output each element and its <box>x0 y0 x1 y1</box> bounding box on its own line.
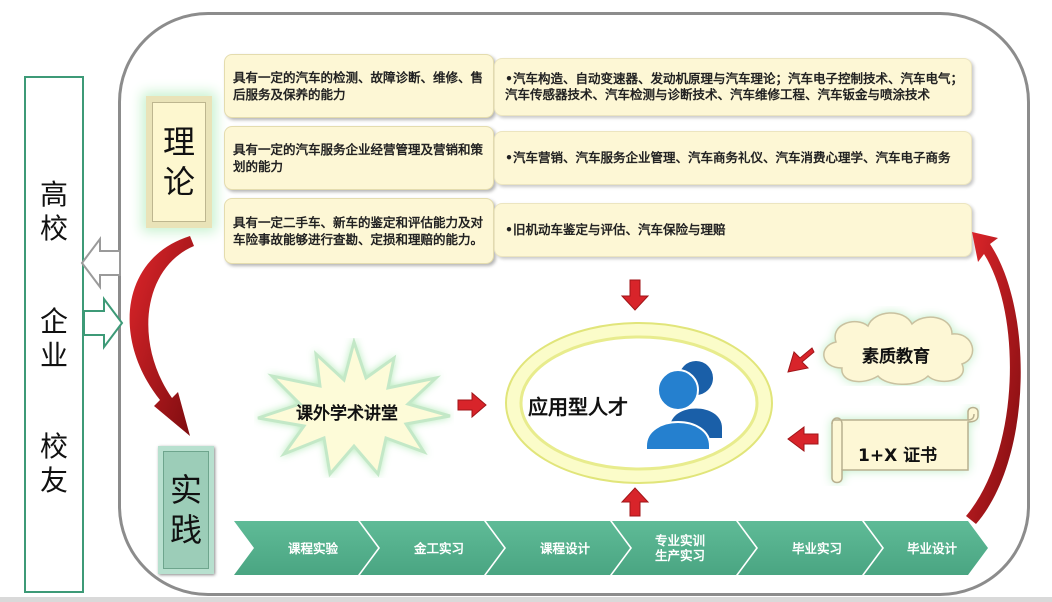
practice-step-label: 毕业实习 <box>791 540 842 556</box>
lecture-label: 课外学术讲堂 <box>296 404 398 424</box>
quality-education-label: 素质教育 <box>862 347 930 367</box>
practice-to-theory-arrow-icon <box>966 232 1021 524</box>
practice-step: 金工实习 <box>380 521 498 575</box>
ability-box: 具有一定的汽车服务企业经营管理及营销和策划的能力 <box>224 126 494 190</box>
practice-block: 实 践 <box>158 446 214 574</box>
practice-step-label: 金工实习 <box>413 540 464 556</box>
side-label-box: 高 校 企 业 校 友 <box>24 76 84 593</box>
theory-char: 论 <box>162 163 195 201</box>
theory-block: 理 论 <box>146 96 212 228</box>
side-char: 校 <box>39 430 68 463</box>
course-box: •汽车构造、自动变速器、发动机原理与汽车理论；汽车电子控制技术、汽车电气；汽车传… <box>494 58 972 116</box>
practice-char: 践 <box>169 511 202 549</box>
practice-step: 毕业实习 <box>758 521 876 575</box>
side-char: 校 <box>39 212 68 245</box>
theory-to-practice-arrow-icon <box>129 236 194 436</box>
practice-step: 课程设计 <box>506 521 624 575</box>
practice-step: 专业实训生产实习 <box>650 521 710 575</box>
people-icon <box>645 361 722 451</box>
left-arrow-icon <box>80 236 121 290</box>
practice-step-label: 专业实训生产实习 <box>654 533 705 563</box>
practice-char: 实 <box>169 471 202 509</box>
right-arrow-icon <box>457 391 487 419</box>
talent-ellipse <box>505 322 773 484</box>
practice-step: 课程实验 <box>254 521 372 575</box>
side-char: 企 <box>39 305 68 338</box>
left-arrow-icon <box>787 426 819 452</box>
side-char: 业 <box>39 339 68 372</box>
practice-step-label: 毕业设计 <box>906 540 957 556</box>
practice-step-label: 课程实验 <box>287 540 338 556</box>
certificate-label: 1+X 证书 <box>858 446 938 466</box>
course-text: •旧机动车鉴定与评估、汽车保险与理赔 <box>505 222 726 237</box>
certificate-scroll <box>831 406 979 484</box>
practice-step: 毕业设计 <box>884 521 980 575</box>
ability-box: 具有一定二手车、新车的鉴定和评估能力及对车险事故能够进行查勘、定损和理赔的能力。 <box>224 198 494 264</box>
lecture-starburst <box>257 338 451 478</box>
up-arrow-icon <box>620 487 650 517</box>
course-text: •汽车营销、汽车服务企业管理、汽车商务礼仪、汽车消费心理学、汽车电子商务 <box>505 150 951 165</box>
practice-step-label: 课程设计 <box>539 540 590 556</box>
side-arrows <box>80 236 124 350</box>
course-text: •汽车构造、自动变速器、发动机原理与汽车理论；汽车电子控制技术、汽车电气；汽车传… <box>505 71 963 102</box>
side-char: 高 <box>39 178 68 211</box>
theory-char: 理 <box>162 123 195 161</box>
down-arrow-icon <box>620 279 650 311</box>
quality-cloud <box>823 312 974 385</box>
course-box: •旧机动车鉴定与评估、汽车保险与理赔 <box>494 203 972 257</box>
side-char: 友 <box>39 464 68 497</box>
course-box: •汽车营销、汽车服务企业管理、汽车商务礼仪、汽车消费心理学、汽车电子商务 <box>494 131 972 185</box>
bottom-edge <box>0 597 1052 602</box>
right-arrow-icon <box>83 296 124 350</box>
left-arrow-icon <box>787 347 815 373</box>
ability-box: 具有一定的汽车的检测、故障诊断、维修、售后服务及保养的能力 <box>224 54 494 118</box>
talent-label: 应用型人才 <box>528 395 628 419</box>
